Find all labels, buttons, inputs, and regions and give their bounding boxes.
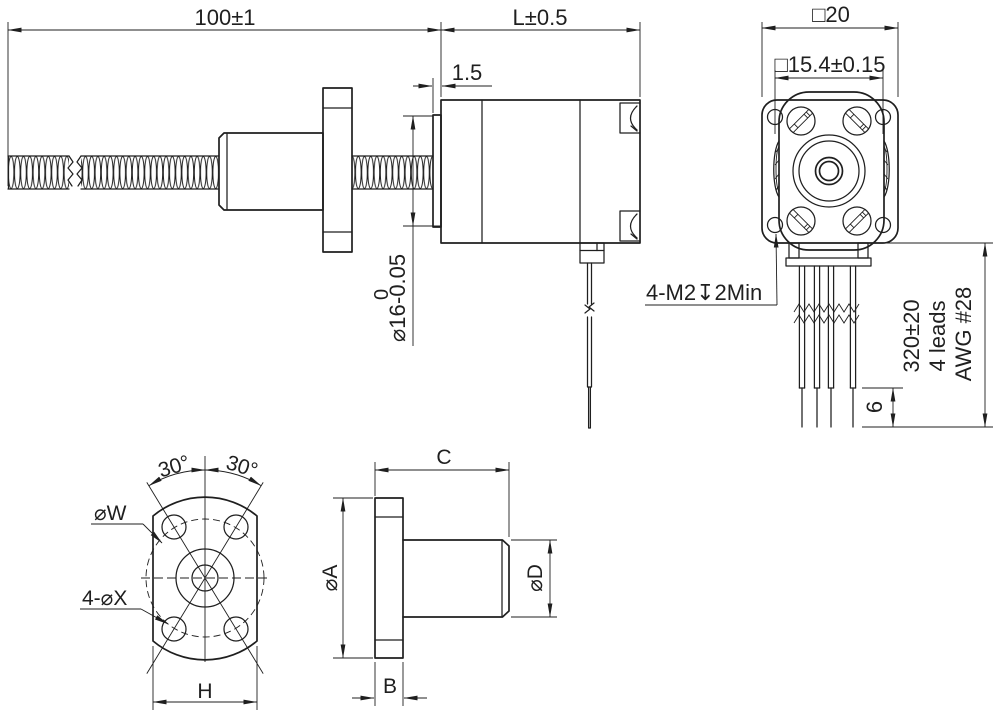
rear-screw-head-top bbox=[619, 102, 641, 134]
dim-label-boss-dia: ⌀16 bbox=[385, 304, 410, 342]
dim-label-boss-length: 1.5 bbox=[452, 60, 483, 85]
dim-label-boss-dia-tol-lower: -0.05 bbox=[385, 254, 410, 304]
dim-motor-length: L±0.5 bbox=[440, 5, 641, 97]
dim-label-flange-dia: ⌀A bbox=[319, 565, 342, 592]
view-lead-screw-side: 100±1 L±0.5 1.5 ⌀16 0 -0.05 bbox=[7, 5, 641, 429]
can-crimp-left bbox=[773, 140, 780, 198]
nut-cylinder-side bbox=[402, 539, 510, 618]
dim-label-screw-length: 100±1 bbox=[194, 5, 255, 30]
lead-wire-connector-side bbox=[579, 242, 605, 429]
dim-screw-length: 100±1 bbox=[7, 5, 442, 186]
flange-hole-bottom-left bbox=[161, 616, 187, 642]
note-flange-holes: 4-⌀X bbox=[80, 587, 169, 625]
nut-side-profile bbox=[218, 87, 353, 253]
label-flange-holes: 4-⌀X bbox=[82, 587, 127, 610]
flange-outline bbox=[152, 496, 258, 661]
pilot-boss bbox=[432, 114, 442, 228]
label-lead-gauge: AWG #28 bbox=[951, 287, 976, 382]
note-label-tapped-holes: 4-M2↧2Min bbox=[646, 280, 762, 305]
dim-boss-length: 1.5 bbox=[413, 60, 492, 113]
dim-label-flange-thickness: B bbox=[383, 675, 397, 698]
dim-body-dia: ⌀D bbox=[511, 539, 557, 618]
dim-strip-length: 6 bbox=[862, 387, 903, 428]
dim-label-across-flats: H bbox=[197, 680, 212, 703]
view-motor-front: □20 □15.4±0.15 4-M2↧2Min 320±20 4 leads … bbox=[645, 2, 993, 428]
bare-wire-tip-side bbox=[587, 386, 592, 429]
dim-label-angle-left: 30° bbox=[156, 451, 193, 482]
front-end-bell bbox=[778, 91, 885, 251]
dim-boss-diameter: ⌀16 0 -0.05 bbox=[371, 115, 441, 346]
dim-label-body-size: □20 bbox=[812, 2, 850, 27]
motor-side-profile bbox=[432, 99, 641, 429]
lead-wires-front bbox=[785, 242, 872, 428]
dim-label-strip-length: 6 bbox=[862, 401, 887, 413]
dim-hole-spacing: □15.4±0.15 bbox=[775, 52, 886, 134]
dim-lead-length: 320±20 4 leads AWG #28 bbox=[862, 242, 993, 428]
dim-label-body-dia: ⌀D bbox=[524, 564, 547, 592]
dim-flange-dia: ⌀A bbox=[319, 497, 373, 659]
lead-screw-thread bbox=[7, 155, 434, 190]
front-screw-top-left bbox=[786, 106, 816, 136]
view-nut-front: 30° 30° ⌀W 4-⌀X H bbox=[80, 451, 269, 710]
front-screw-top-right bbox=[842, 106, 872, 136]
dim-label-lead-length: 320±20 bbox=[899, 299, 924, 372]
flange-hole-top-left bbox=[161, 514, 187, 540]
front-screw-bottom-right bbox=[842, 206, 872, 236]
front-screw-bottom-left bbox=[786, 206, 816, 236]
shaft-hub bbox=[792, 134, 866, 208]
label-lead-count: 4 leads bbox=[925, 301, 950, 372]
mounting-hole-bottom-left bbox=[766, 216, 784, 234]
mounting-hole-bottom-right bbox=[874, 216, 892, 234]
dim-nut-length: C bbox=[374, 446, 510, 537]
bare-wire-tips bbox=[801, 387, 854, 428]
dim-flange-thickness: B bbox=[352, 662, 427, 706]
flange-hole-top-right bbox=[223, 514, 249, 540]
dim-label-nut-length: C bbox=[436, 446, 451, 469]
wire-break-symbol bbox=[793, 303, 860, 313]
rear-screw-head-bottom bbox=[619, 210, 641, 242]
dim-body-size: □20 bbox=[761, 2, 899, 97]
dim-label-hole-spacing: □15.4±0.15 bbox=[775, 52, 886, 77]
label-bolt-circle-dia: ⌀W bbox=[94, 502, 127, 525]
dim-label-motor-length: L±0.5 bbox=[513, 5, 568, 30]
motor-body-outline bbox=[761, 99, 899, 244]
screw-break-symbol bbox=[67, 155, 83, 187]
dim-label-boss-dia-tol-upper: 0 bbox=[371, 289, 393, 300]
dim-across-flats: H bbox=[152, 646, 258, 710]
centerlines bbox=[141, 456, 269, 674]
nut-flange-side bbox=[374, 497, 404, 659]
note-tapped-holes: 4-M2↧2Min bbox=[645, 233, 779, 306]
dim-label-angle-right: 30° bbox=[223, 451, 260, 482]
can-crimp-right bbox=[883, 140, 890, 198]
view-nut-side: C ⌀A ⌀D B bbox=[319, 446, 557, 706]
flange-hole-bottom-right bbox=[223, 616, 249, 642]
note-bolt-circle: ⌀W bbox=[91, 502, 163, 544]
